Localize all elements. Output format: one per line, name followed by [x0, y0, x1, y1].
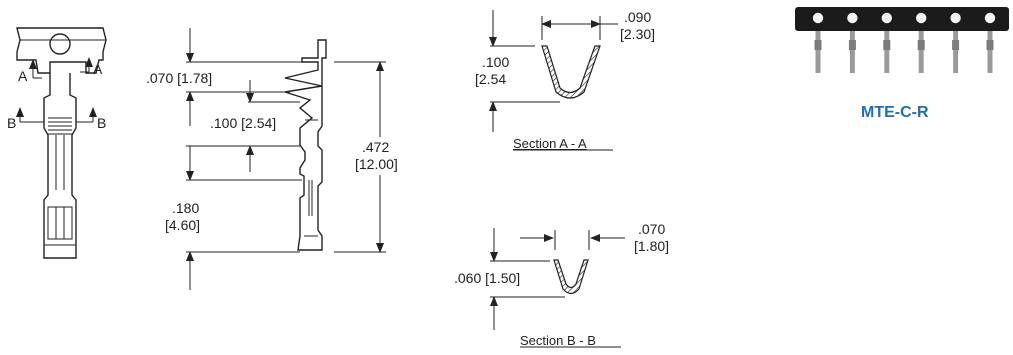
dim-070-label: .070 [1.78] [146, 70, 212, 86]
section-bb-height: .060 [1.50] [454, 270, 520, 286]
section-marker-b-left: B [7, 115, 16, 131]
section-aa-height-in: .100 [482, 54, 509, 70]
dim-100-label: .100 [2.54] [210, 115, 276, 131]
section-aa-profile [541, 45, 601, 99]
side-view-profile [284, 39, 327, 251]
connector-pins [812, 12, 996, 73]
pin-leg [849, 31, 855, 73]
section-bb-title: Section B - B [520, 333, 596, 348]
pin-crimp [952, 40, 960, 50]
section-aa-title: Section A - A [513, 136, 587, 151]
dim-472-mm-label: [12.00] [355, 156, 398, 172]
pin-leg [987, 31, 993, 73]
section-marker-a-left: A [18, 68, 28, 84]
section-aa: .090 [2.30] .100 [2.54 Section A - A [475, 9, 655, 151]
front-view: A A B B [7, 27, 107, 259]
section-aa-width-mm: [2.30] [620, 26, 655, 42]
pin-crimp [986, 40, 994, 50]
socket-hole [984, 12, 996, 24]
part-number-label: MTE-C-R [861, 104, 929, 121]
connector-housing [795, 7, 1009, 31]
pin-leg [884, 31, 890, 73]
socket-hole [916, 12, 927, 24]
dim-472-in-label: .472 [362, 139, 389, 155]
pin-crimp [883, 40, 891, 50]
pin-leg [918, 31, 924, 73]
section-aa-height-mm: [2.54 [475, 71, 506, 87]
pin-crimp [917, 40, 925, 50]
socket-hole [847, 12, 858, 24]
dim-472-bg [352, 137, 410, 175]
socket-hole [812, 12, 824, 24]
socket-hole [881, 12, 892, 24]
pin-crimp [814, 40, 822, 50]
front-view-body [43, 73, 77, 259]
section-bb: .070 [1.80] .060 [1.50] Section B - B [454, 221, 669, 348]
section-aa-width-in: .090 [624, 9, 651, 25]
side-view: .070 [1.78] .100 [2.54] .180 [4.60] .472… [146, 28, 410, 290]
product-photo: MTE-C-R [795, 7, 1009, 121]
socket-hole [950, 12, 961, 24]
section-bb-width-mm: [1.80] [634, 238, 669, 254]
pin-crimp [848, 40, 856, 50]
pin-leg [953, 31, 959, 73]
section-marker-b-right: B [97, 115, 106, 131]
section-bb-width-in: .070 [638, 221, 665, 237]
section-marker-a-right: A [93, 61, 103, 77]
dim-180-mm-label: [4.60] [165, 217, 200, 233]
front-view-hole [49, 33, 71, 55]
dim-180-in-label: .180 [172, 200, 199, 216]
section-bb-profile [553, 259, 589, 295]
pin-leg [815, 31, 821, 73]
